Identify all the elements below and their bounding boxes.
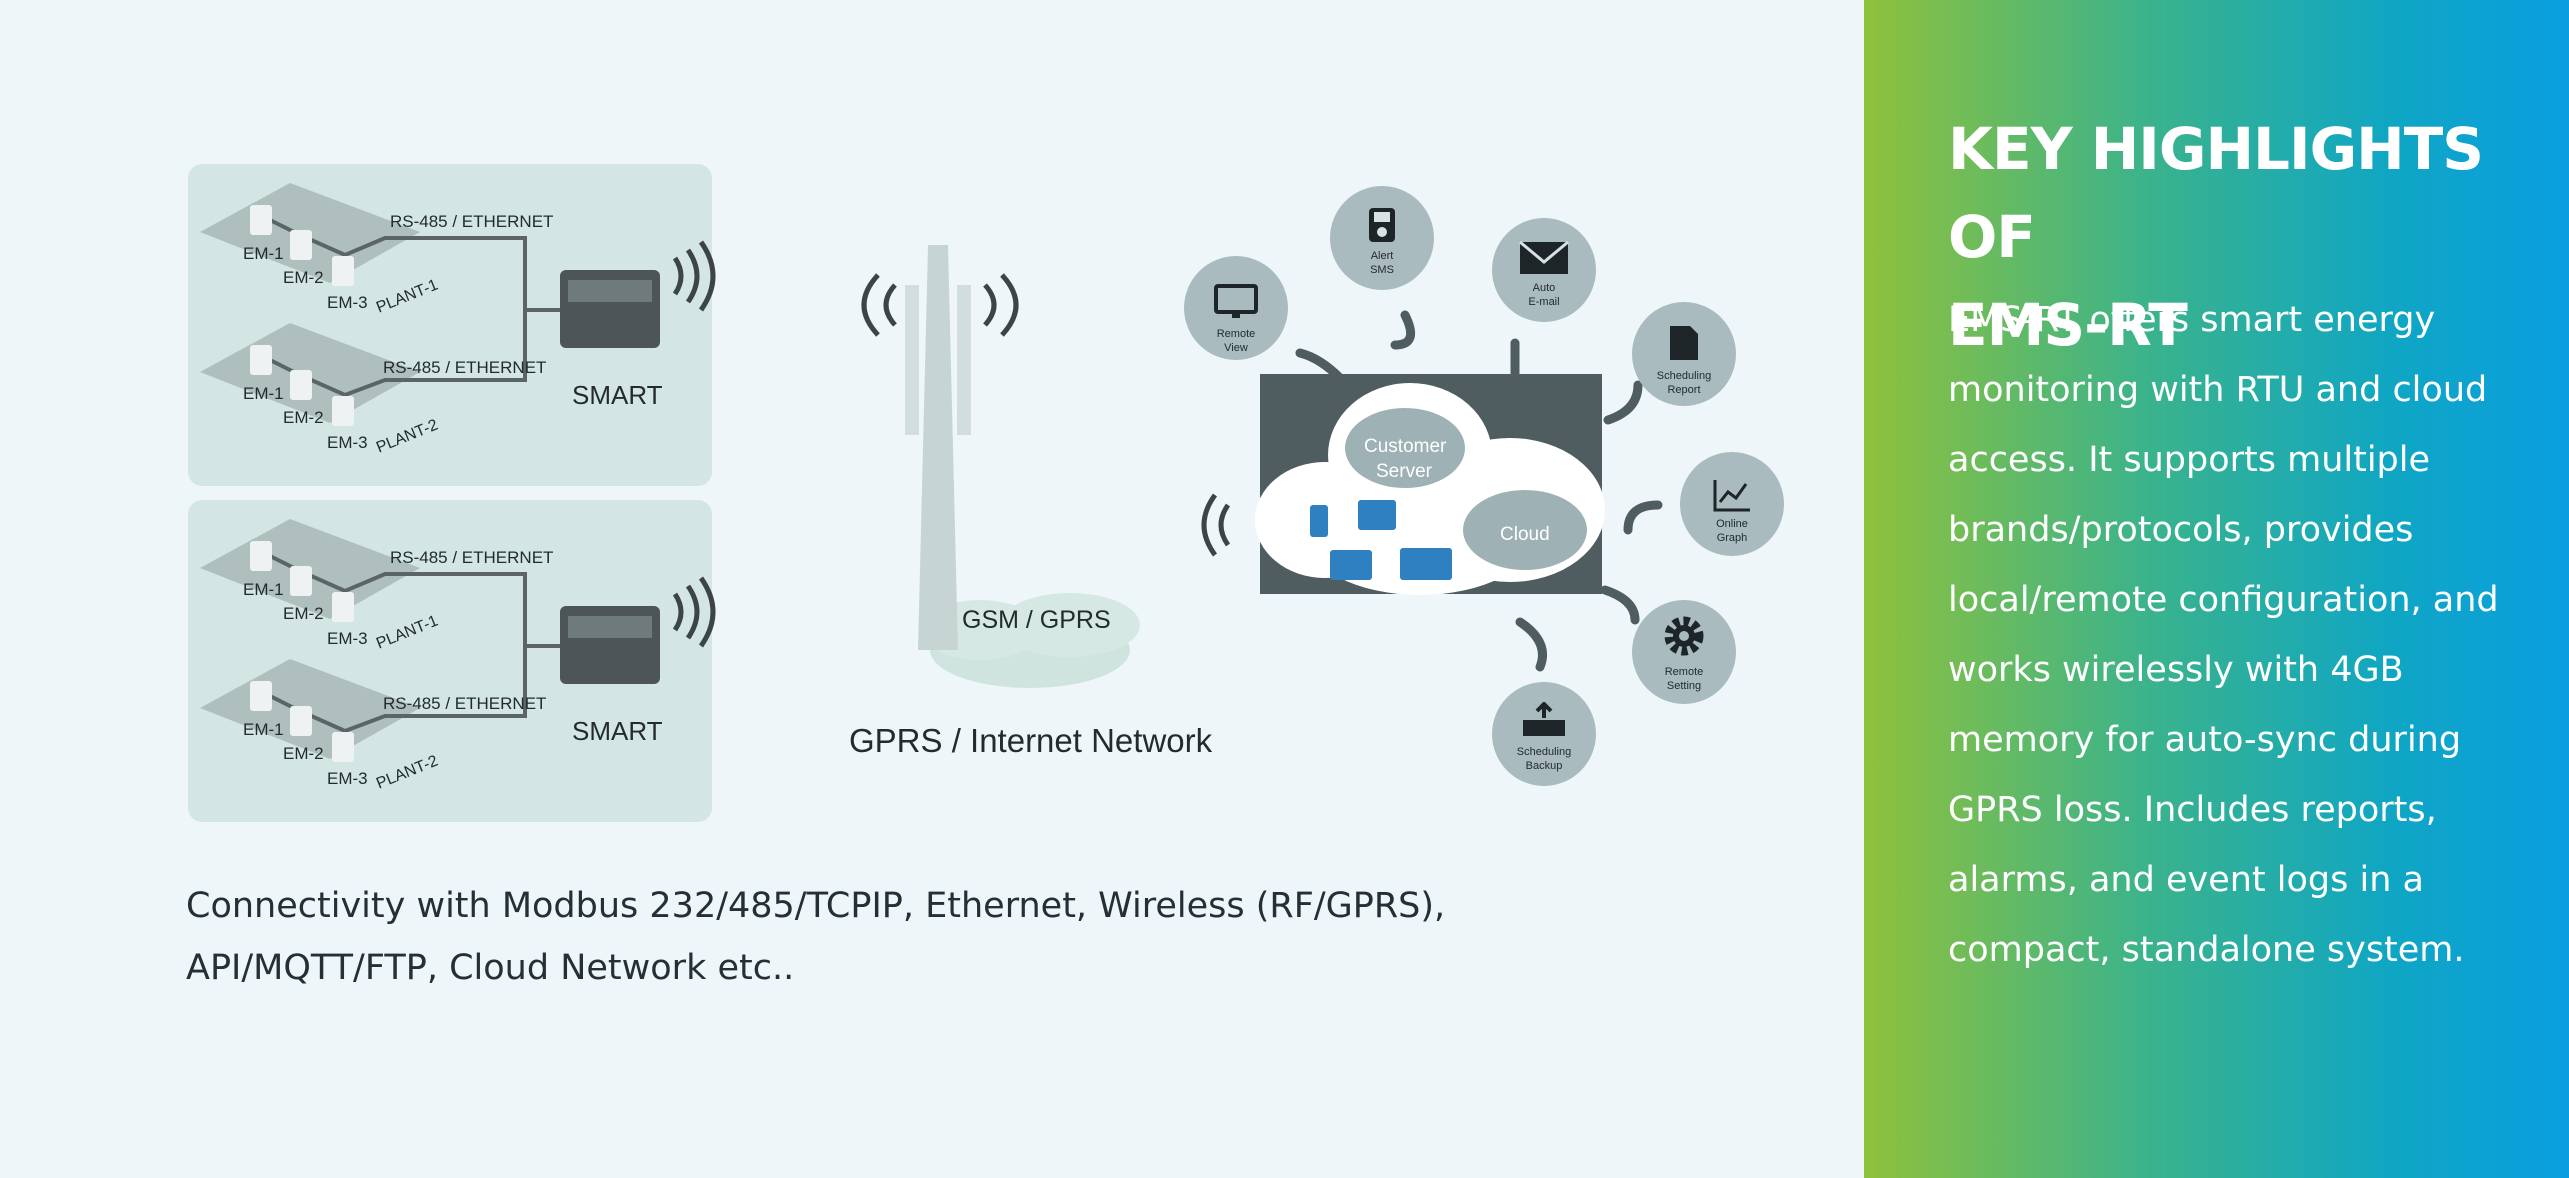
plant-wiring <box>200 183 1663 762</box>
auto-email-icon <box>1519 240 1569 274</box>
feature-label: Remote <box>1664 666 1704 678</box>
meter-icon <box>332 256 354 286</box>
monitor-icon <box>1330 550 1372 580</box>
scheduling-backup-icon <box>1523 702 1565 736</box>
smart-device-panel <box>568 616 652 638</box>
meter-icon <box>290 566 312 596</box>
cloud-icon <box>1255 374 1605 595</box>
feature-label: Graph <box>1716 532 1748 544</box>
link-label: RS-485 / ETHERNET <box>390 212 554 231</box>
meter-label: EM-2 <box>283 408 324 427</box>
meter-label: EM-1 <box>243 720 284 739</box>
feature-scheduling-report: Scheduling Report <box>1632 302 1736 406</box>
connectivity-text: Connectivity with Modbus 232/485/TCPIP, … <box>186 875 1586 999</box>
link-label: RS-485 / ETHERNET <box>383 358 547 377</box>
arrow-icon <box>1515 617 1547 672</box>
cloud-label: Cloud <box>1500 524 1550 545</box>
highlights-title-line: EMS-RT <box>1948 291 2188 359</box>
meter-label: EM-3 <box>327 433 368 452</box>
meter-label: EM-2 <box>283 268 324 287</box>
meter-label: EM-3 <box>327 293 368 312</box>
remote-setting-icon <box>1664 616 1704 656</box>
smart-device-panel <box>568 280 652 302</box>
network-caption: GPRS / Internet Network <box>849 722 1213 759</box>
meter-icon <box>250 205 272 235</box>
meter-icon <box>332 592 354 622</box>
meter-icon <box>332 396 354 426</box>
link-label: RS-485 / ETHERNET <box>383 694 547 713</box>
arrow-icon <box>1295 348 1345 383</box>
customer-server-label: Customer <box>1364 436 1447 457</box>
meter-icon <box>290 370 312 400</box>
meter-label: EM-3 <box>327 769 368 788</box>
feature-scheduling-backup: Scheduling Backup <box>1492 682 1596 786</box>
connectivity-line: Connectivity with Modbus 232/485/TCPIP, … <box>186 886 1446 926</box>
feature-remote-setting: Remote Setting <box>1632 600 1736 704</box>
arrow-icon <box>1623 500 1663 535</box>
feature-label: Report <box>1667 384 1701 396</box>
meter-icon <box>290 706 312 736</box>
highlights-title-line: KEY HIGHLIGHTS OF <box>1948 115 2484 271</box>
feature-label: E-mail <box>1528 296 1560 308</box>
plant-group-2-drawing <box>200 519 716 762</box>
meter-icon <box>290 230 312 260</box>
highlights-title: KEY HIGHLIGHTS OF EMS-RT <box>1948 105 2548 369</box>
tablet-icon <box>1358 500 1396 530</box>
feature-remote-view: Remote View <box>1184 256 1288 360</box>
highlights-body: EMS-RT offers smart energy monitoring wi… <box>1948 300 2499 970</box>
gprs-tower-icon <box>861 245 1231 688</box>
feature-auto-email: Auto E-mail <box>1492 218 1596 322</box>
arrow-icon <box>1603 380 1643 425</box>
plant-group-1-drawing <box>200 183 716 426</box>
feature-online-graph: Online Graph <box>1680 452 1784 556</box>
arrows <box>1295 310 1663 672</box>
feature-label: Online <box>1716 518 1748 530</box>
meter-icon <box>250 541 272 571</box>
feature-alert-sms: Alert SMS <box>1330 186 1434 290</box>
meter-label: EM-1 <box>243 580 284 599</box>
meter-label: EM-2 <box>283 744 324 763</box>
device-label: SMART <box>572 716 663 746</box>
meter-icon <box>250 345 272 375</box>
feature-label: Backup <box>1525 760 1563 772</box>
feature-label: SMS <box>1370 264 1394 276</box>
feature-label: Auto <box>1532 282 1556 294</box>
alert-sms-icon <box>1369 208 1395 242</box>
scheduling-report-icon <box>1670 326 1698 360</box>
meter-label: EM-1 <box>243 384 284 403</box>
arrow-icon <box>1600 585 1640 625</box>
arrow-icon <box>1390 310 1416 350</box>
feature-label: Remote <box>1216 328 1256 340</box>
remote-view-icon <box>1214 284 1258 318</box>
feature-label: View <box>1224 342 1248 354</box>
meter-label: EM-3 <box>327 629 368 648</box>
feature-label: Scheduling <box>1516 746 1572 758</box>
feature-label: Setting <box>1666 680 1702 692</box>
meter-label: EM-2 <box>283 604 324 623</box>
phone-icon <box>1310 505 1328 537</box>
meter-label: EM-1 <box>243 244 284 263</box>
meter-icon <box>250 681 272 711</box>
feature-label: Alert <box>1370 250 1394 262</box>
wifi-signal-icon <box>672 576 716 648</box>
connectivity-line: API/MQTT/FTP, Cloud Network etc.. <box>186 948 795 988</box>
wifi-signal-icon <box>1201 493 1231 557</box>
laptop-icon <box>1400 548 1452 580</box>
key-highlights-panel: KEY HIGHLIGHTS OF EMS-RT EMS-RT offers s… <box>1864 0 2569 1178</box>
tower-label: GSM / GPRS <box>962 606 1111 634</box>
wifi-signal-icon <box>672 240 716 312</box>
device-label: SMART <box>572 380 663 410</box>
meter-icon <box>332 732 354 762</box>
online-graph-icon <box>1713 480 1750 512</box>
link-label: RS-485 / ETHERNET <box>390 548 554 567</box>
feature-label: Scheduling <box>1656 370 1712 382</box>
diagram-area: EM-1 EM-2 EM-3 PLANT-1 RS-485 / ETHERNET… <box>186 164 1784 999</box>
customer-server-label: Server <box>1376 461 1432 482</box>
